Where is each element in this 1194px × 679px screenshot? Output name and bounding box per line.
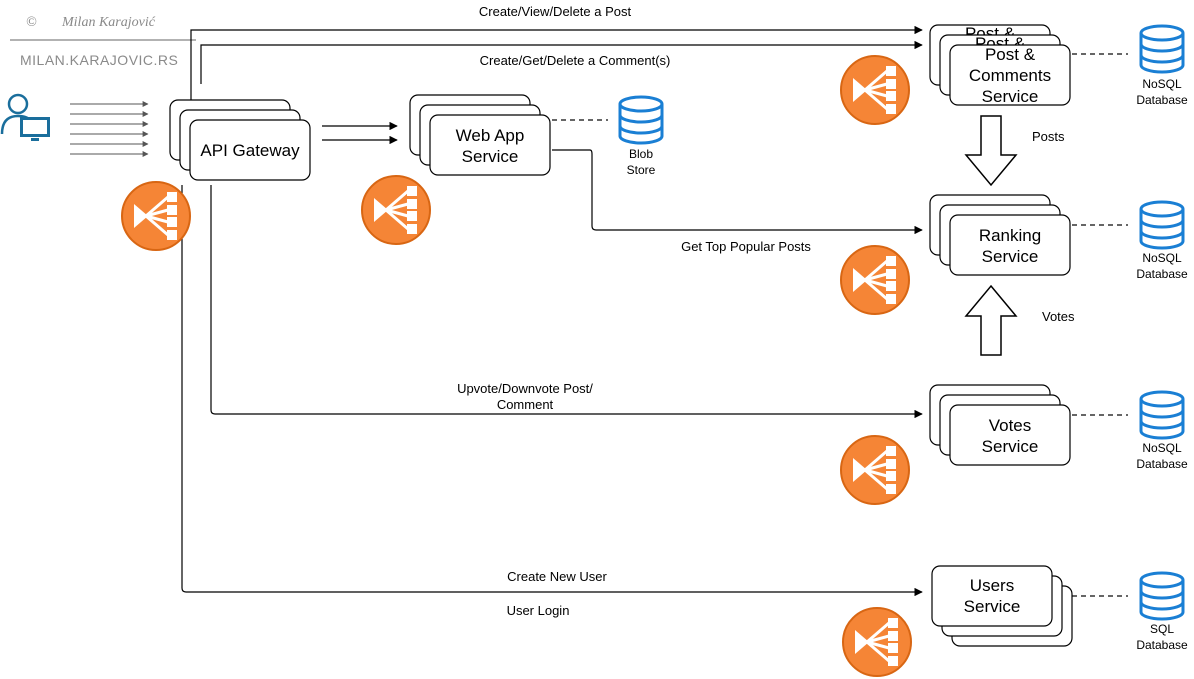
nosql-ranking-label-line1: NoSQL <box>1142 251 1182 265</box>
web-app-label-line2: Service <box>462 147 519 166</box>
copyright-site: MILAN.KARAJOVIC.RS <box>20 52 178 68</box>
user-at-computer-icon <box>0 93 50 141</box>
user-requests <box>70 101 149 157</box>
load-balancer-icon <box>120 180 192 252</box>
edge-label-user-login: User Login <box>507 603 570 618</box>
ranking-service[interactable]: Ranking Service <box>929 194 1071 276</box>
edge-create-user <box>181 185 923 597</box>
database-icon <box>1139 200 1185 250</box>
post-comments-label-line1: Post & <box>985 45 1036 64</box>
load-balancer-icon <box>841 606 913 678</box>
blob-store-label-line1: Blob <box>629 147 653 161</box>
post-comments-label-line2: Comments <box>969 66 1051 85</box>
edge-top-posts <box>552 149 923 235</box>
database-icon <box>1139 24 1185 74</box>
sql-users-label-line1: SQL <box>1150 622 1174 636</box>
ranking-label-line2: Service <box>982 247 1039 266</box>
web-app-service[interactable]: Web App Service <box>409 94 551 176</box>
db-connectors <box>552 53 1128 597</box>
nosql-votes-label-line1: NoSQL <box>1142 441 1182 455</box>
post-comments-label-line3: Service <box>982 87 1039 106</box>
database-icon <box>1139 571 1185 621</box>
copyright-author: Milan Karajović <box>61 15 156 30</box>
copyright-symbol: © <box>26 15 37 30</box>
users-service[interactable]: Users Service <box>931 565 1073 647</box>
edge-label-create-post: Create/View/Delete a Post <box>479 4 632 19</box>
users-label-line2: Service <box>964 597 1021 616</box>
posts-flow-arrow <box>964 115 1018 187</box>
edge-label-upvote-line1: Upvote/Downvote Post/ <box>457 381 593 396</box>
users-label-line1: Users <box>970 576 1014 595</box>
edge-label-create-user: Create New User <box>507 569 607 584</box>
votes-label-line1: Votes <box>989 416 1032 435</box>
votes-flow-arrow <box>964 284 1018 356</box>
votes-label-line2: Service <box>982 437 1039 456</box>
load-balancer-icon <box>360 174 432 246</box>
database-icon <box>1139 390 1185 440</box>
connection-lines <box>181 25 923 597</box>
load-balancer-icon <box>839 244 911 316</box>
blob-store-label-line2: Store <box>627 163 656 177</box>
api-gateway-label: API Gateway <box>200 141 300 160</box>
edge-label-upvote-line2: Comment <box>497 397 554 412</box>
post-comments-service[interactable]: Post & Post & Post & Comments Service <box>929 24 1071 106</box>
ranking-label-line1: Ranking <box>979 226 1041 245</box>
edge-upvote <box>210 185 923 419</box>
nosql-posts-label-line1: NoSQL <box>1142 77 1182 91</box>
edge-create-comment <box>200 40 923 84</box>
sql-users-label-line2: Database <box>1136 638 1188 652</box>
edge-label-create-comment: Create/Get/Delete a Comment(s) <box>480 53 671 68</box>
nosql-votes-label-line2: Database <box>1136 457 1188 471</box>
edge-create-post <box>190 25 923 100</box>
votes-service[interactable]: Votes Service <box>929 384 1071 466</box>
load-balancer-icon <box>839 434 911 506</box>
web-app-label-line1: Web App <box>456 126 525 145</box>
edge-label-posts: Posts <box>1032 129 1065 144</box>
database-icon <box>618 95 664 145</box>
api-gateway-service[interactable]: API Gateway <box>169 99 311 181</box>
copyright-block: © Milan Karajović MILAN.KARAJOVIC.RS <box>10 15 196 68</box>
edge-label-votes: Votes <box>1042 309 1075 324</box>
nosql-ranking-label-line2: Database <box>1136 267 1188 281</box>
edge-label-top-posts: Get Top Popular Posts <box>681 239 811 254</box>
load-balancer-icon <box>839 54 911 126</box>
nosql-posts-label-line2: Database <box>1136 93 1188 107</box>
